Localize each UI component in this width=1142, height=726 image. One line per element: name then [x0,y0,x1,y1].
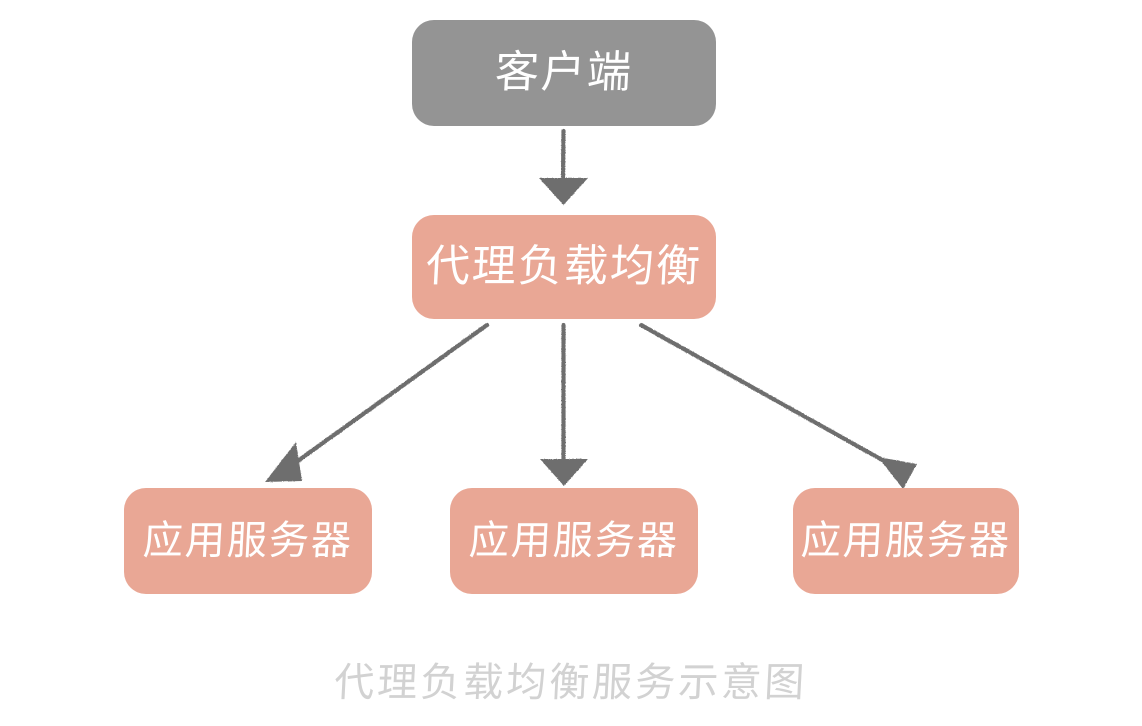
node-app-server-2-label: 应用服务器 [467,518,681,564]
node-client-label: 客户端 [493,47,635,98]
node-client[interactable]: 客户端 [412,20,716,126]
node-app-server-3[interactable]: 应用服务器 [793,488,1019,594]
diagram-caption: 代理负载均衡服务示意图 [333,660,809,706]
node-load-balancer-label: 代理负载均衡 [424,241,704,292]
node-app-server-1-label: 应用服务器 [141,518,355,564]
node-app-server-1[interactable]: 应用服务器 [124,488,372,594]
node-app-server-3-label: 应用服务器 [799,518,1013,564]
node-app-server-2[interactable]: 应用服务器 [450,488,698,594]
node-load-balancer[interactable]: 代理负载均衡 [412,215,716,319]
edge-lb-to-app-1 [265,322,490,482]
edge-lb-to-app-2 [540,322,588,486]
edge-client-to-lb [539,128,588,205]
edge-lb-to-app-3 [638,322,917,489]
